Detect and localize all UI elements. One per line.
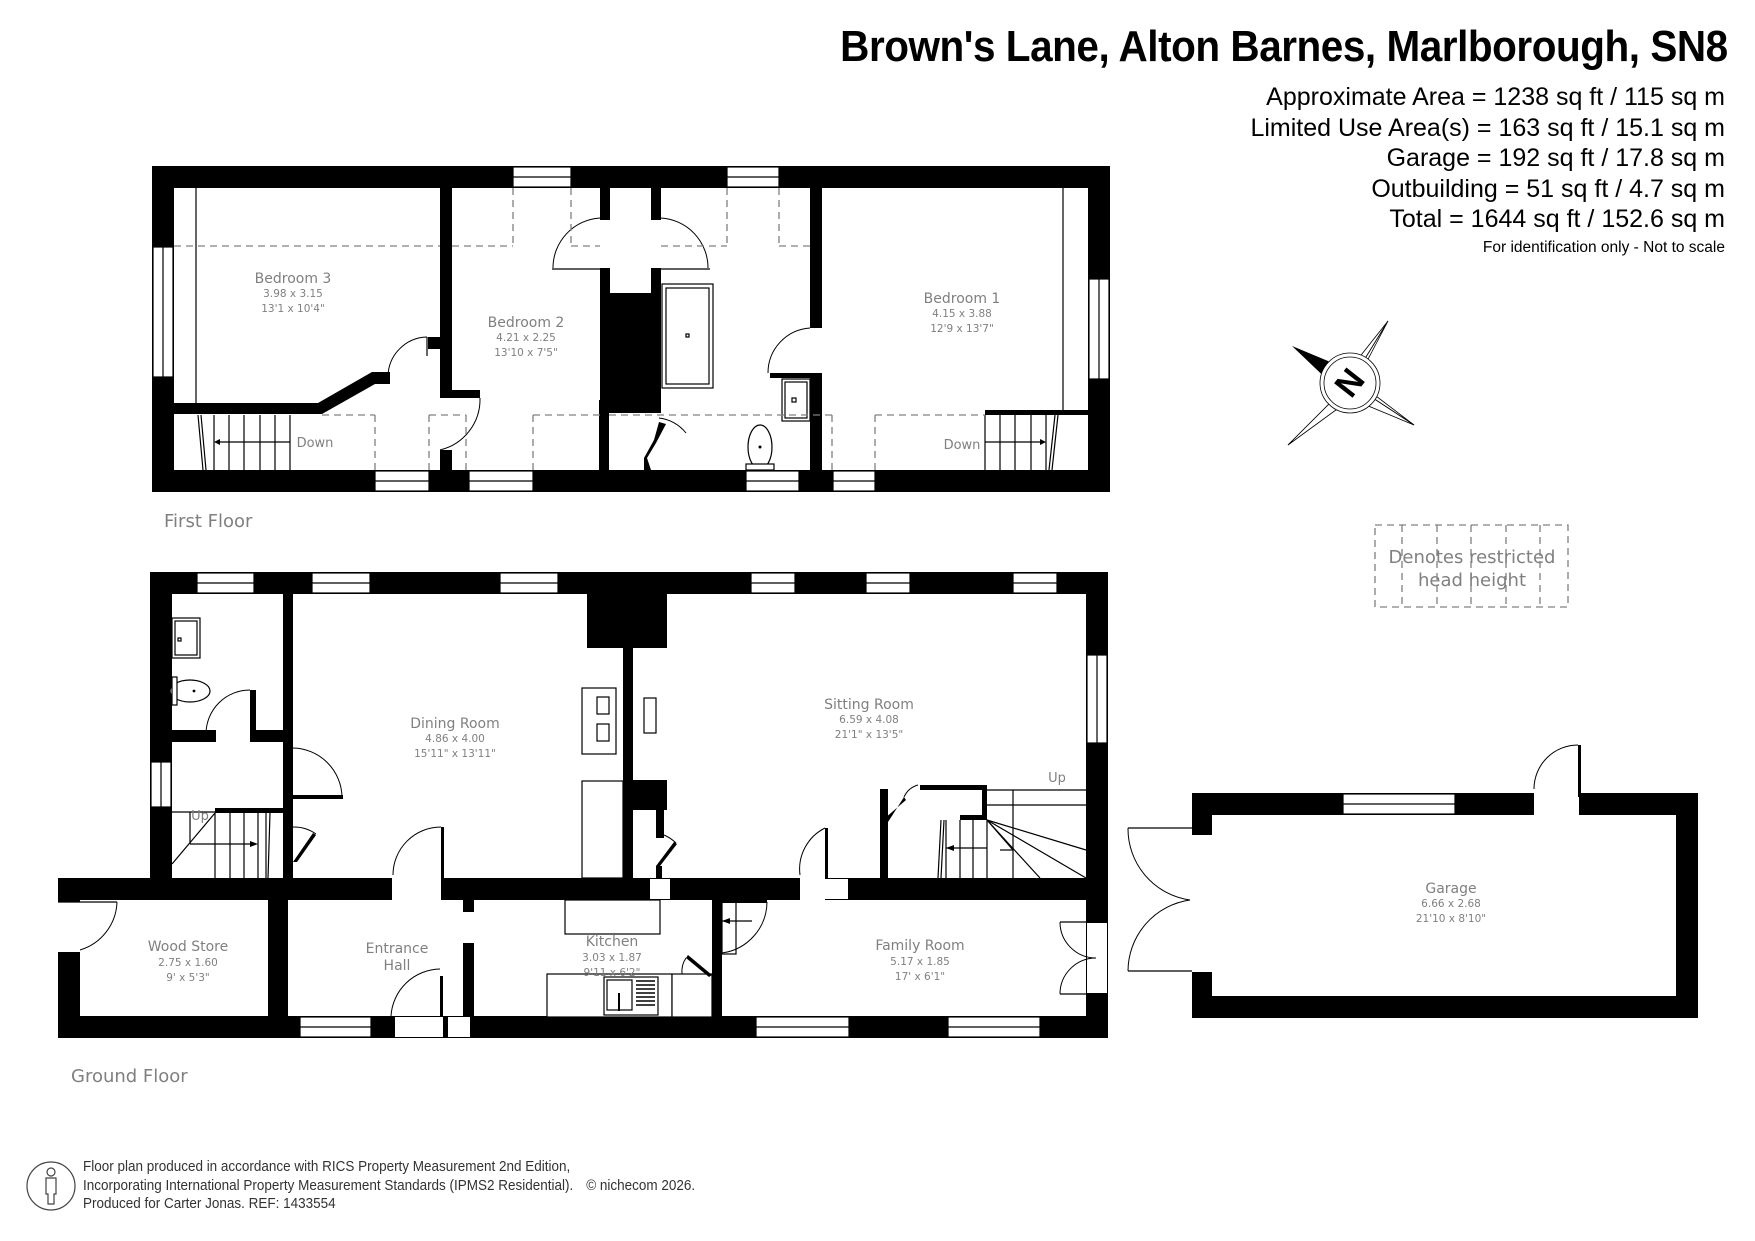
- room-name-sitting-room: Sitting Room: [824, 697, 914, 713]
- outbuilding-area: Outbuilding = 51 sq ft / 4.7 sq m: [1371, 174, 1725, 203]
- legend-line-1: Denotes restricted: [1388, 547, 1556, 568]
- room-name-bedroom-3: Bedroom 3: [255, 271, 332, 287]
- room-name-dining-room: Dining Room: [410, 716, 500, 732]
- room-name-wood-store: Wood Store: [148, 939, 229, 955]
- garage-plan: Garage 6.66 x 2.68 21'10 x 8'10": [1127, 744, 1698, 1018]
- room-imperial-wood-store: 9' x 5'3": [166, 972, 210, 984]
- stair-label-up-right: Up: [1048, 771, 1066, 786]
- stair-label-up-left: Up: [191, 809, 209, 824]
- area-summary: Approximate Area = 1238 sq ft / 115 sq m…: [1250, 82, 1725, 257]
- room-imperial-family-room: 17' x 6'1": [895, 971, 945, 983]
- room-metric-bedroom-3: 3.98 x 3.15: [263, 288, 323, 300]
- scale-disclaimer: For identification only - Not to scale: [1482, 238, 1725, 256]
- first-floor-label: First Floor: [164, 511, 253, 532]
- room-imperial-bedroom-3: 13'1 x 10'4": [261, 303, 325, 315]
- footer-line-1: Floor plan produced in accordance with R…: [83, 1159, 571, 1175]
- limited-use-area: Limited Use Area(s) = 163 sq ft / 15.1 s…: [1250, 113, 1725, 142]
- page-title: Brown's Lane, Alton Barnes, Marlborough,…: [840, 22, 1728, 71]
- room-name-kitchen: Kitchen: [586, 934, 639, 950]
- footer-text: Floor plan produced in accordance with R…: [83, 1158, 695, 1214]
- total-area: Total = 1644 sq ft / 152.6 sq m: [1389, 205, 1725, 233]
- room-imperial-bedroom-1: 12'9 x 13'7": [930, 323, 994, 335]
- ground-floor-label: Ground Floor: [71, 1066, 188, 1087]
- room-name-entrance-hall-line2: Hall: [384, 958, 411, 974]
- room-imperial-sitting-room: 21'1" x 13'5": [835, 729, 903, 741]
- room-imperial-kitchen: 9'11 x 6'2": [584, 967, 641, 979]
- copyright: © nichecom 2026.: [586, 1177, 696, 1194]
- room-name-entrance-hall-line1: Entrance: [366, 941, 429, 957]
- legend-text: Denotes restricted head height: [1375, 546, 1569, 592]
- room-name-bedroom-2: Bedroom 2: [488, 315, 565, 331]
- room-imperial-garage: 21'10 x 8'10": [1416, 913, 1486, 925]
- stairs-first-floor-left: [197, 414, 291, 471]
- footer-line-2: Incorporating International Property Mea…: [83, 1177, 574, 1194]
- stairs-ground-right: [937, 789, 1087, 879]
- compass-north-icon: N: [1287, 320, 1415, 446]
- restricted-head-height-legend-icon: [1374, 524, 1569, 608]
- stairs-ground-left: [171, 808, 283, 879]
- room-metric-kitchen: 3.03 x 1.87: [582, 952, 642, 964]
- ground-floor-plan: Dining Room 4.86 x 4.00 15'11" x 13'11" …: [58, 572, 1108, 1038]
- person-measurement-icon: [26, 1161, 76, 1211]
- room-metric-bedroom-2: 4.21 x 2.25: [496, 332, 556, 344]
- garage-area: Garage = 192 sq ft / 17.8 sq m: [1386, 144, 1725, 172]
- stair-label-down-right: Down: [944, 438, 981, 453]
- room-name-bedroom-1: Bedroom 1: [924, 291, 1001, 307]
- room-metric-bedroom-1: 4.15 x 3.88: [932, 308, 992, 320]
- room-imperial-bedroom-2: 13'10 x 7'5": [494, 347, 558, 359]
- room-imperial-dining-room: 15'11" x 13'11": [414, 748, 496, 760]
- room-name-garage: Garage: [1425, 881, 1476, 897]
- room-name-family-room: Family Room: [875, 938, 964, 954]
- footer-line-3: Produced for Carter Jonas. REF: 1433554: [83, 1196, 336, 1212]
- legend-line-2: head height: [1417, 570, 1527, 591]
- stair-label-down-left: Down: [297, 436, 334, 451]
- room-metric-sitting-room: 6.59 x 4.08: [839, 714, 899, 726]
- approximate-area: Approximate Area = 1238 sq ft / 115 sq m: [1266, 83, 1725, 111]
- first-floor-plan: Bedroom 3 3.98 x 3.15 13'1 x 10'4" Bedro…: [152, 166, 1110, 492]
- stairs-first-floor-right: [984, 414, 1059, 471]
- room-metric-dining-room: 4.86 x 4.00: [425, 733, 485, 745]
- room-metric-garage: 6.66 x 2.68: [1421, 898, 1481, 910]
- room-metric-wood-store: 2.75 x 1.60: [158, 957, 218, 969]
- room-metric-family-room: 5.17 x 1.85: [890, 956, 950, 968]
